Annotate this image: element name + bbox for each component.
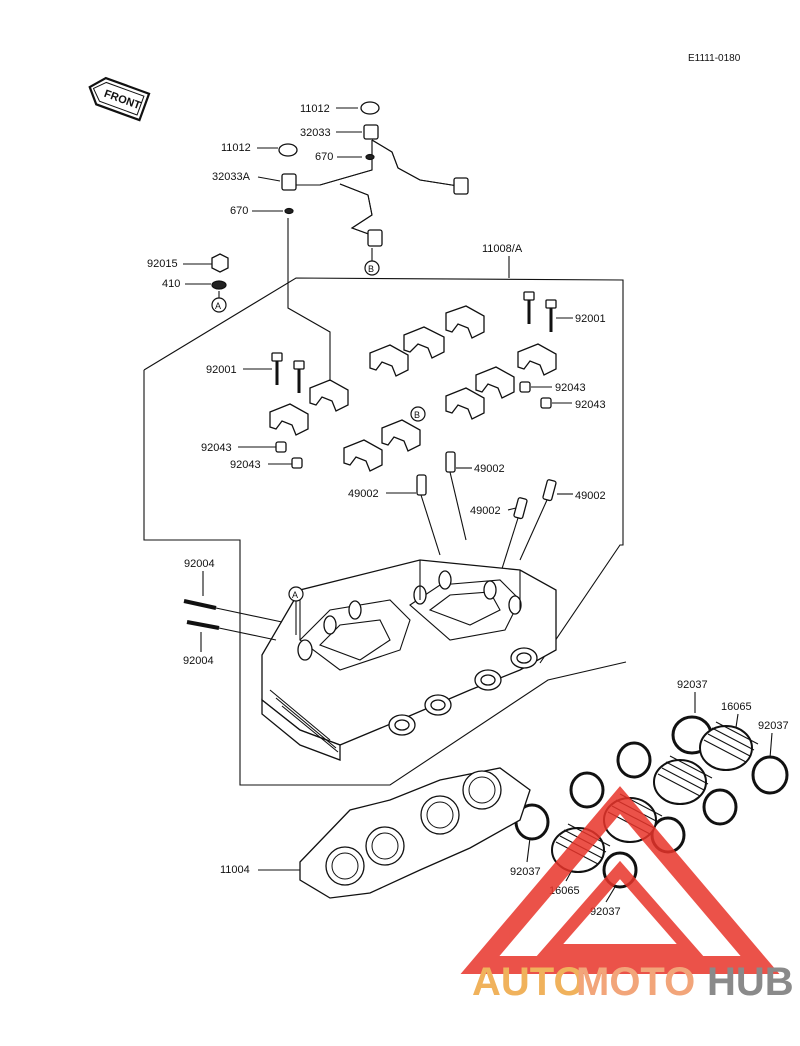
front-direction-arrow: FRONT — [88, 76, 151, 122]
oil-pipe-assembly — [278, 101, 469, 247]
automotohub-watermark: AUTO MOTO HUB — [460, 786, 794, 1004]
label-11012-top: 11012 — [300, 103, 330, 115]
label-49002-d: 49002 — [575, 490, 606, 502]
label-92004-top: 92004 — [184, 558, 215, 570]
callout-a-head: A — [292, 590, 298, 600]
label-49002-b: 49002 — [348, 488, 379, 500]
camshaft-caps — [269, 305, 557, 472]
label-92037-bottom: 92037 — [590, 906, 621, 918]
label-92043-right-b: 92043 — [575, 399, 606, 411]
watermark-hub: HUB — [707, 960, 794, 1004]
oil-jet-studs — [416, 451, 557, 576]
label-92004-bottom: 92004 — [183, 655, 214, 667]
label-11004: 11004 — [220, 864, 250, 876]
label-92043-left-b: 92043 — [230, 459, 261, 471]
label-11012: 11012 — [221, 142, 251, 154]
label-670-top: 670 — [315, 151, 333, 163]
label-92037-bottom-left: 92037 — [510, 866, 541, 878]
label-92001-right: 92001 — [575, 313, 606, 325]
label-92037-top: 92037 — [677, 679, 708, 691]
label-410: 410 — [162, 278, 180, 290]
label-92043-left-a: 92043 — [201, 442, 232, 454]
label-32033: 32033 — [300, 127, 331, 139]
watermark-moto: MOTO — [576, 960, 695, 1004]
label-49002-a: 49002 — [474, 463, 505, 475]
watermark-auto: AUTO — [472, 960, 585, 1004]
label-92037-right: 92037 — [758, 720, 789, 732]
callout-a-left: A — [215, 301, 221, 311]
label-92015: 92015 — [147, 258, 178, 270]
label-11008A: 11008/A — [482, 243, 523, 255]
label-32033A: 32033A — [212, 171, 251, 183]
label-92043-right-a: 92043 — [555, 382, 586, 394]
cylinder-head: A — [261, 559, 557, 761]
label-670: 670 — [230, 205, 248, 217]
diagram-code: E1111-0180 — [688, 53, 741, 64]
callout-b-top: B — [368, 264, 374, 274]
label-92001-left: 92001 — [206, 364, 237, 376]
label-16065-top: 16065 — [721, 701, 752, 713]
label-49002-c: 49002 — [470, 505, 501, 517]
callout-b-caps: B — [414, 410, 420, 420]
cylinder-head-gasket — [299, 767, 531, 899]
watermark-triangle-logo — [460, 786, 780, 974]
